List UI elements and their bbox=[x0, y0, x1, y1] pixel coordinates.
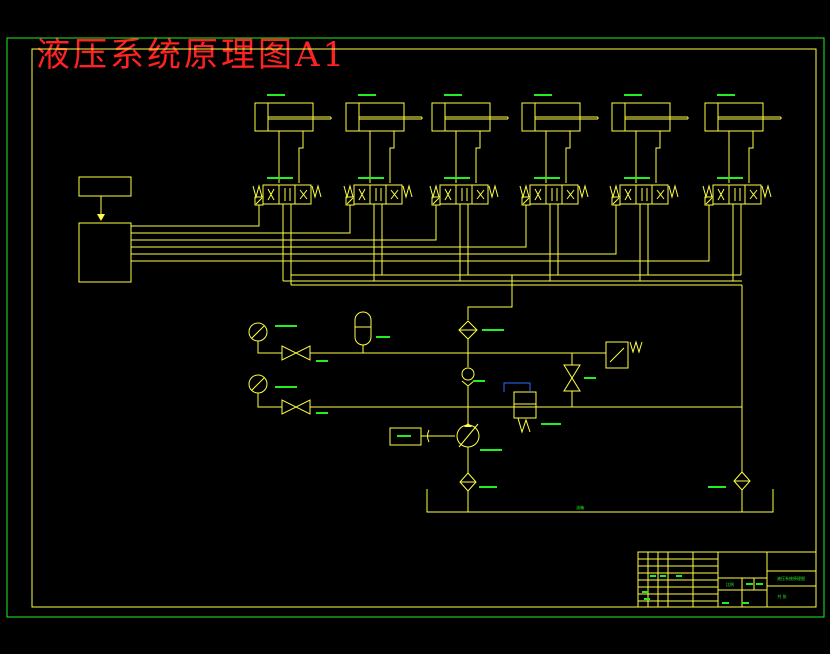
signal-arrow-icon bbox=[97, 214, 105, 221]
pressure-filter-icon bbox=[458, 320, 504, 340]
stop-valve-lower-icon bbox=[281, 399, 742, 415]
drawing-title: 液压系统原理图A1 bbox=[36, 35, 348, 75]
pressure-gauge-upper-icon bbox=[248, 322, 282, 354]
directional-valve-icon bbox=[252, 177, 322, 206]
actuator-unit-6 bbox=[702, 94, 782, 281]
oil-tank bbox=[426, 489, 774, 513]
actuator-unit-2 bbox=[343, 94, 423, 281]
directional-valve-icon bbox=[343, 177, 413, 206]
hydraulic-cylinder-icon bbox=[704, 94, 782, 183]
actuator-unit-3 bbox=[429, 94, 509, 281]
hydraulic-cylinder-icon bbox=[431, 94, 509, 183]
pressure-gauge-lower-icon bbox=[248, 374, 282, 408]
hydraulic-cylinder-icon bbox=[345, 94, 423, 183]
solenoid-unloading-valve-icon bbox=[503, 382, 561, 434]
directional-valve-icon bbox=[519, 177, 589, 206]
control-signal-lines bbox=[131, 205, 710, 262]
title-block-scale: 比例 bbox=[726, 581, 734, 587]
electric-motor-icon bbox=[389, 427, 455, 446]
inner-frame bbox=[31, 48, 817, 608]
variable-pump-icon bbox=[456, 423, 502, 451]
directional-valve-icon bbox=[609, 177, 679, 206]
relief-valve-icon bbox=[563, 353, 596, 407]
return-filter-icon bbox=[708, 471, 751, 491]
outer-frame bbox=[6, 37, 825, 618]
title-block: 液压系统原理图 比例 共 张 bbox=[637, 551, 817, 608]
actuator-group bbox=[252, 94, 782, 281]
pressure-switch-icon bbox=[580, 340, 643, 369]
oil-tank-label: 油箱 bbox=[576, 504, 584, 510]
check-valve-icon bbox=[461, 367, 485, 425]
directional-valve-icon bbox=[429, 177, 499, 206]
hydraulic-cylinder-icon bbox=[254, 94, 332, 183]
hydraulic-cylinder-icon bbox=[611, 94, 689, 183]
actuator-unit-1 bbox=[252, 94, 332, 281]
suction-filter-icon bbox=[459, 472, 497, 492]
signal-source-block bbox=[78, 176, 132, 197]
accumulator-icon bbox=[354, 311, 390, 353]
hydraulic-cylinder-icon bbox=[521, 94, 599, 183]
actuator-unit-4 bbox=[519, 94, 599, 281]
title-block-drawing-name: 液压系统原理图 bbox=[777, 575, 805, 581]
plc-controller-block bbox=[78, 222, 132, 283]
title-block-sheet: 共 张 bbox=[777, 593, 786, 599]
actuator-unit-5 bbox=[609, 94, 689, 281]
directional-valve-icon bbox=[702, 177, 772, 206]
stop-valve-upper-icon bbox=[281, 345, 580, 361]
